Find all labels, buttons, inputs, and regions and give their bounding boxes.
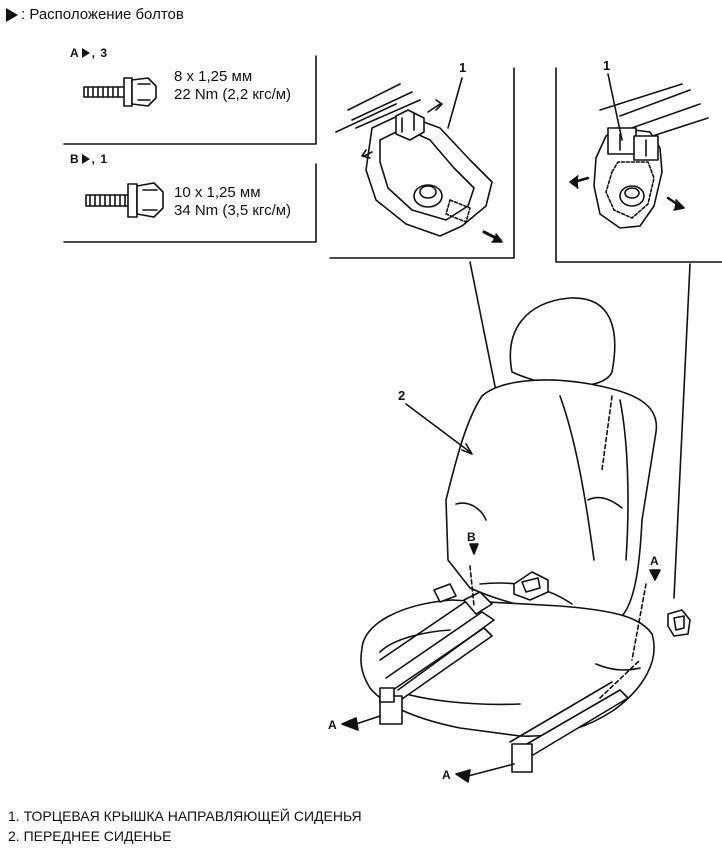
rail-end-cover-a xyxy=(667,609,691,637)
bolt-b-spec: 10 x 1,25 мм 34 Nm (3,5 кгс/м) xyxy=(174,184,291,220)
bolt-b-size: 10 x 1,25 мм xyxy=(174,184,261,201)
guide-a-right xyxy=(631,583,647,661)
point-b-label: B xyxy=(467,530,476,544)
bolt-a-size: 8 x 1,25 мм xyxy=(174,68,253,85)
caption-1: 1. ТОРЦЕВАЯ КРЫШКА НАПРАВЛЯЮЩЕЙ СИДЕНЬЯ xyxy=(8,808,362,824)
arrow-a-right xyxy=(649,569,661,581)
bolt-b-tag: B , 1 xyxy=(70,152,108,166)
rail-end-cover-b xyxy=(513,571,549,601)
callout-2: 2 xyxy=(398,388,406,403)
seatback xyxy=(445,379,658,617)
callout-1-left-leader xyxy=(447,77,463,129)
legend: : Расположение болтов xyxy=(6,6,184,23)
seat-rail-right xyxy=(509,659,641,773)
guide-b xyxy=(469,565,475,607)
callout-1-right: 1 xyxy=(603,58,611,73)
callout-2-leader xyxy=(405,403,471,453)
bolt-marker-icon xyxy=(6,7,18,22)
bolt-a-marker-icon xyxy=(81,48,90,58)
point-a-right-label: A xyxy=(650,554,659,568)
bolt-a-icon xyxy=(83,77,157,107)
bolt-a-letter: A xyxy=(70,46,80,60)
bolt-b-count: , 1 xyxy=(91,152,109,166)
bolt-b-icon xyxy=(85,182,164,218)
point-a-bottom-label: A xyxy=(442,768,451,782)
bolt-a-count: , 3 xyxy=(91,46,109,60)
detail-left-frame xyxy=(329,67,515,259)
bolt-a-torque: 22 Nm (2,2 кгс/м) xyxy=(174,86,292,103)
bolt-a-spec: 8 x 1,25 мм 22 Nm (2,2 кгс/м) xyxy=(174,68,291,104)
detail-left-bracket xyxy=(335,83,503,243)
detail-right-bracket xyxy=(569,83,709,229)
arrow-b xyxy=(469,543,479,555)
bolt-b-panel xyxy=(63,163,317,243)
leader-right xyxy=(673,263,691,599)
caption-2: 2. ПЕРЕДНЕЕ СИДЕНЬЕ xyxy=(8,828,172,844)
legend-text: : Расположение болтов xyxy=(21,6,184,23)
bolt-b-marker-icon xyxy=(81,154,90,164)
point-a-left-label: A xyxy=(328,718,337,732)
callout-1-left: 1 xyxy=(459,60,467,75)
seat-rail-left xyxy=(379,583,495,725)
bolt-b-torque: 34 Nm (3,5 кгс/м) xyxy=(174,202,292,219)
detail-right-frame xyxy=(555,67,722,263)
bolt-a-tag: A , 3 xyxy=(70,46,108,60)
seat-cushion xyxy=(360,599,655,738)
callout-1-right-leader xyxy=(607,73,623,141)
bolt-b-letter: B xyxy=(70,152,80,166)
bolt-a-panel xyxy=(63,55,317,145)
